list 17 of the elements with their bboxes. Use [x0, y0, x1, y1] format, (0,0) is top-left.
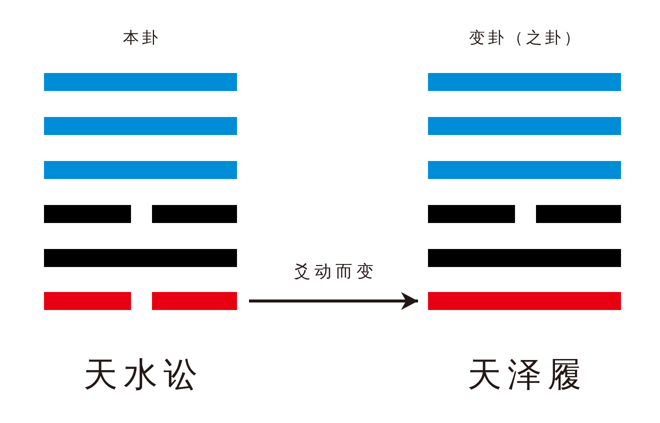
hexagram-heading: 本卦 — [123, 28, 161, 48]
solid-line-bar — [428, 117, 621, 135]
solid-line-bar — [428, 73, 621, 91]
hexagram-heading: 变卦（之卦） — [469, 28, 583, 48]
broken-line-bar — [44, 205, 237, 223]
solid-line-bar — [44, 73, 237, 91]
arrow — [249, 292, 418, 310]
solid-line-bar — [44, 249, 237, 267]
broken-line-bar — [44, 292, 237, 310]
solid-line-bar — [44, 161, 237, 179]
solid-line-bar — [428, 249, 621, 267]
solid-line-bar — [428, 161, 621, 179]
solid-line-bar — [44, 117, 237, 135]
hexagram-name: 天泽履 — [468, 355, 588, 395]
solid-line-bar — [428, 292, 621, 310]
hexagram-name: 天水讼 — [84, 355, 204, 395]
broken-line-bar — [428, 205, 621, 223]
